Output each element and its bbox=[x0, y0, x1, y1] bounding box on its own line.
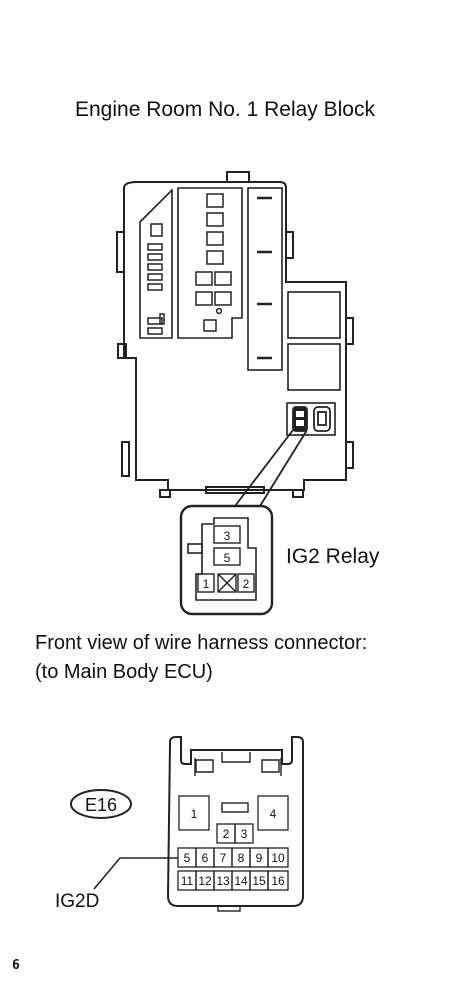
relay-block-title: Engine Room No. 1 Relay Block bbox=[75, 98, 375, 121]
relay-block-inner bbox=[139, 187, 341, 436]
connector-pins bbox=[177, 795, 289, 891]
relay-pin-5: 5 bbox=[224, 551, 231, 565]
ig2d-terminal-label: IG2D bbox=[55, 891, 100, 912]
connector-id: E16 bbox=[85, 795, 117, 815]
pin-7: 7 bbox=[220, 851, 227, 865]
pin-6: 6 bbox=[202, 851, 209, 865]
pin-14: 14 bbox=[234, 874, 248, 888]
pin-1: 1 bbox=[191, 807, 198, 821]
pin-13: 13 bbox=[216, 874, 230, 888]
pin-9: 9 bbox=[256, 851, 263, 865]
pin-11: 11 bbox=[181, 874, 194, 888]
pin-5: 5 bbox=[184, 851, 191, 865]
pin-4: 4 bbox=[270, 807, 277, 821]
ig2-relay-callout: 3 5 1 2 bbox=[179, 504, 274, 616]
harness-subheading: (to Main Body ECU) bbox=[35, 661, 213, 683]
ig2-relay-label: IG2 Relay bbox=[286, 545, 380, 568]
relay-pin-3: 3 bbox=[224, 529, 231, 543]
harness-heading: Front view of wire harness connector: bbox=[35, 632, 368, 654]
relay-pin-1: 1 bbox=[203, 577, 210, 591]
callout-leaders bbox=[234, 429, 308, 507]
fuse-slots bbox=[147, 193, 232, 335]
page-number: 6 bbox=[12, 958, 20, 973]
pin-15: 15 bbox=[252, 874, 266, 888]
connector-pin-labels: 1 4 2 3 5 6 7 8 9 10 11 12 13 14 15 16 bbox=[181, 807, 285, 888]
ig2d-leader bbox=[93, 857, 178, 890]
pin-2: 2 bbox=[223, 827, 230, 841]
ig2-relay-location bbox=[292, 406, 331, 432]
pin-3: 3 bbox=[241, 827, 248, 841]
pin-12: 12 bbox=[198, 874, 212, 888]
pin-16: 16 bbox=[271, 874, 285, 888]
relay-pin-2: 2 bbox=[243, 577, 250, 591]
pin-8: 8 bbox=[238, 851, 245, 865]
pin-10: 10 bbox=[271, 851, 285, 865]
right-column-marks bbox=[257, 196, 272, 360]
relay-block bbox=[116, 171, 354, 498]
harness-connector bbox=[166, 736, 304, 912]
connector-id-badge: E16 bbox=[70, 789, 132, 819]
